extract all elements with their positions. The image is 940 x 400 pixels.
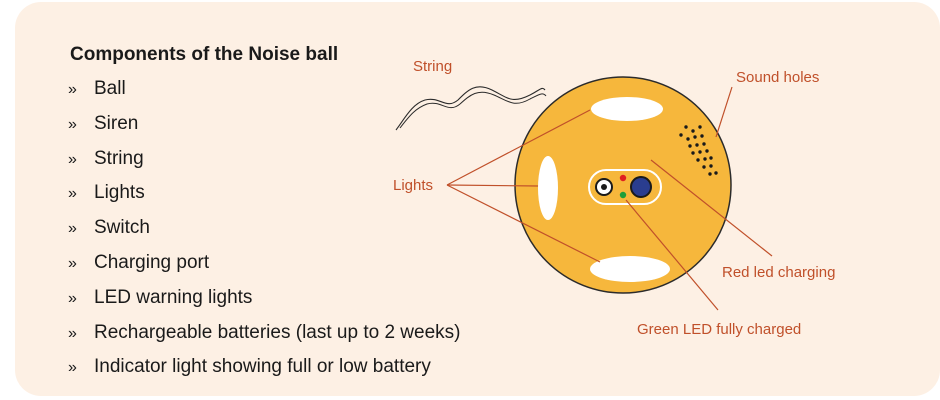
light-bottom (590, 256, 670, 282)
sound-holes-icon (679, 125, 718, 176)
bullet-icon: » (68, 254, 77, 272)
list-item-label: Rechargeable batteries (last up to 2 wee… (94, 321, 461, 343)
bullet-icon: » (68, 220, 77, 238)
bullet-icon: » (68, 185, 77, 203)
string-cord-strand (399, 91, 547, 129)
bullet-icon: » (68, 289, 77, 307)
list-item-label: String (94, 147, 144, 169)
label-green-led: Green LED fully charged (637, 321, 801, 338)
list-item-label: Charging port (94, 251, 210, 273)
list-item-label: Switch (94, 217, 150, 239)
bullet-icon: » (68, 359, 77, 377)
green-led-icon (619, 191, 627, 199)
components-list: » Ball » Siren » String » Lights » Switch » Ch… (68, 74, 460, 387)
list-item: » Siren (68, 109, 460, 144)
components-title: Components of the Noise ball (70, 44, 339, 65)
label-red-led: Red led charging (722, 264, 835, 281)
list-item: » Rechargeable batteries (last up to 2 we… (68, 318, 460, 353)
list-item-label: Indicator light showing full or low batt… (94, 356, 431, 378)
switch-button-icon (630, 176, 652, 198)
charging-port-center-icon (601, 184, 607, 190)
list-item-label: Lights (94, 182, 145, 204)
list-item: » String (68, 144, 460, 179)
red-led-icon (619, 174, 627, 182)
list-item-label: Ball (94, 78, 126, 99)
list-item: » Switch (68, 213, 460, 248)
bullet-icon: » (68, 150, 77, 168)
label-lights: Lights (393, 177, 433, 194)
string-cord (395, 86, 546, 131)
card-background (15, 2, 940, 396)
bullet-icon: » (68, 115, 77, 133)
label-sound-holes: Sound holes (736, 69, 819, 86)
list-item: » LED warning lights (68, 283, 460, 318)
list-item: » Lights (68, 178, 460, 213)
bullet-icon: » (68, 81, 77, 98)
list-item: » Indicator light showing full or low bat… (68, 352, 460, 387)
bullet-icon: » (68, 324, 77, 342)
list-item-label: Siren (94, 112, 139, 134)
list-item-label: LED warning lights (94, 286, 253, 308)
list-item: » Charging port (68, 248, 460, 283)
light-left (538, 156, 558, 220)
label-string: String (413, 58, 452, 75)
leader-lines (446, 86, 773, 311)
light-top (591, 97, 663, 121)
list-item: » Ball (68, 74, 460, 109)
